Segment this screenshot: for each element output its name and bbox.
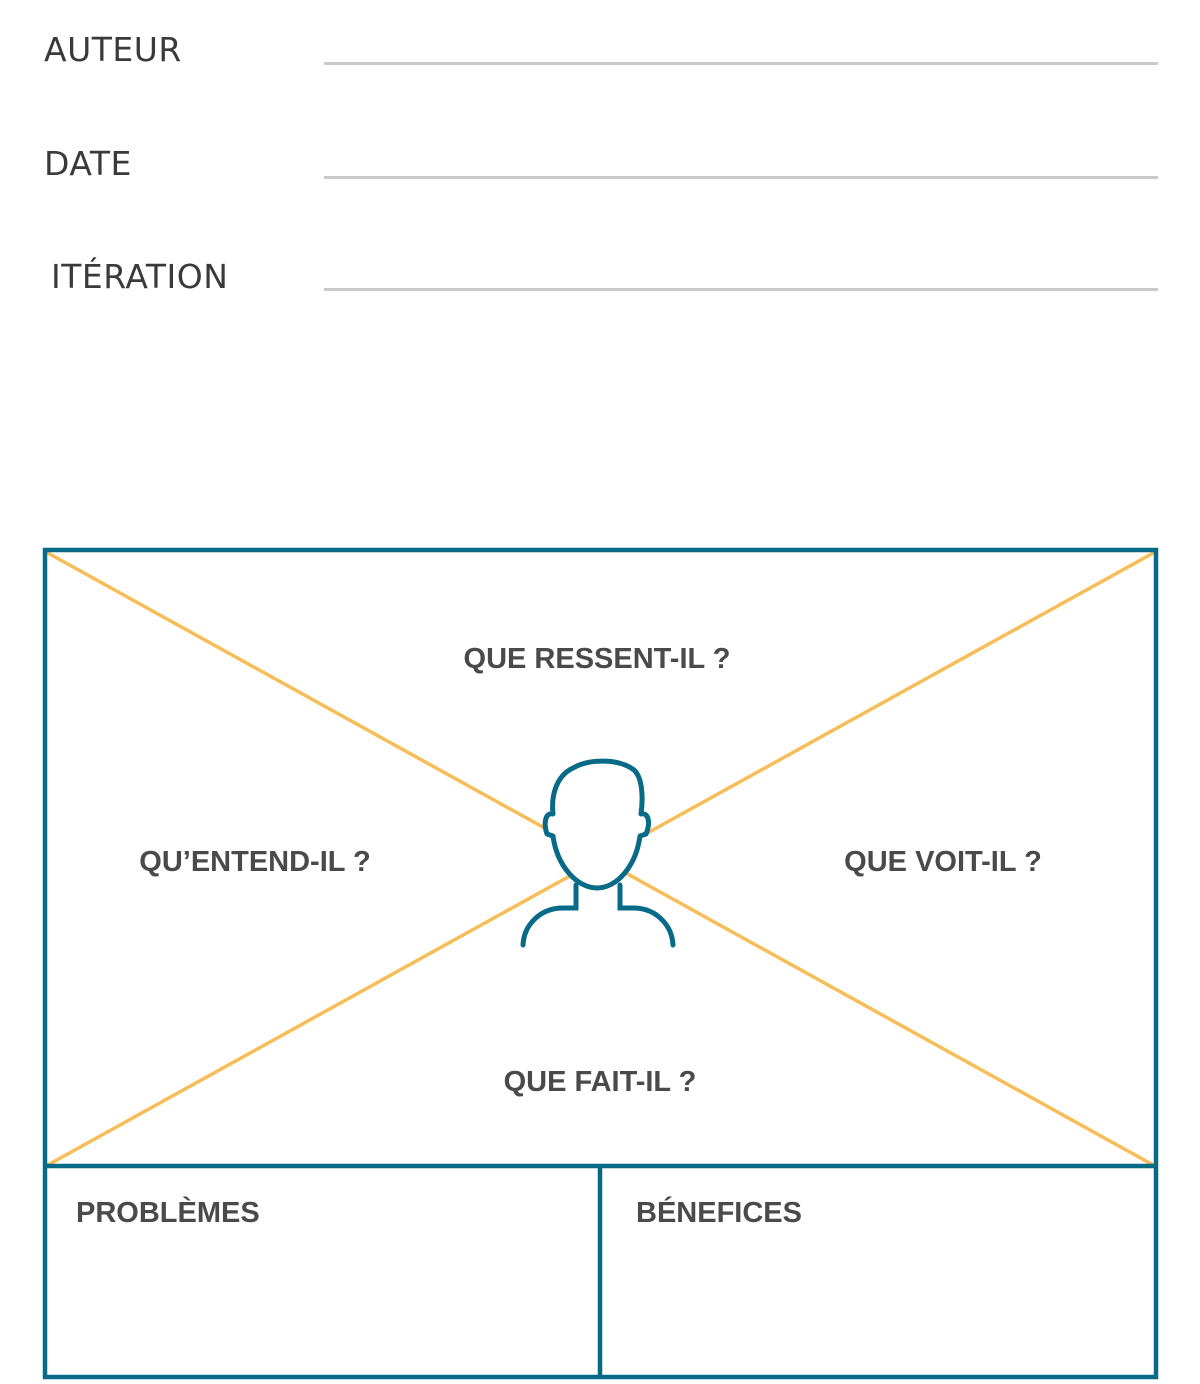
iteration-label: ITÉRATION bbox=[51, 257, 229, 296]
author-field[interactable] bbox=[324, 62, 1158, 65]
label-problems: PROBLÈMES bbox=[76, 1195, 260, 1229]
author-label: AUTEUR bbox=[44, 30, 182, 69]
date-label: DATE bbox=[44, 144, 132, 183]
label-benefits: BÉNEFICES bbox=[636, 1195, 802, 1229]
date-field[interactable] bbox=[324, 176, 1158, 179]
label-does: QUE FAIT-IL ? bbox=[504, 1066, 697, 1098]
iteration-field[interactable] bbox=[324, 288, 1158, 291]
label-feels: QUE RESSENT-IL ? bbox=[464, 643, 731, 675]
label-sees: QUE VOIT-IL ? bbox=[844, 846, 1042, 878]
label-hears: QU’ENTEND-IL ? bbox=[139, 846, 370, 878]
person-icon bbox=[520, 758, 676, 948]
